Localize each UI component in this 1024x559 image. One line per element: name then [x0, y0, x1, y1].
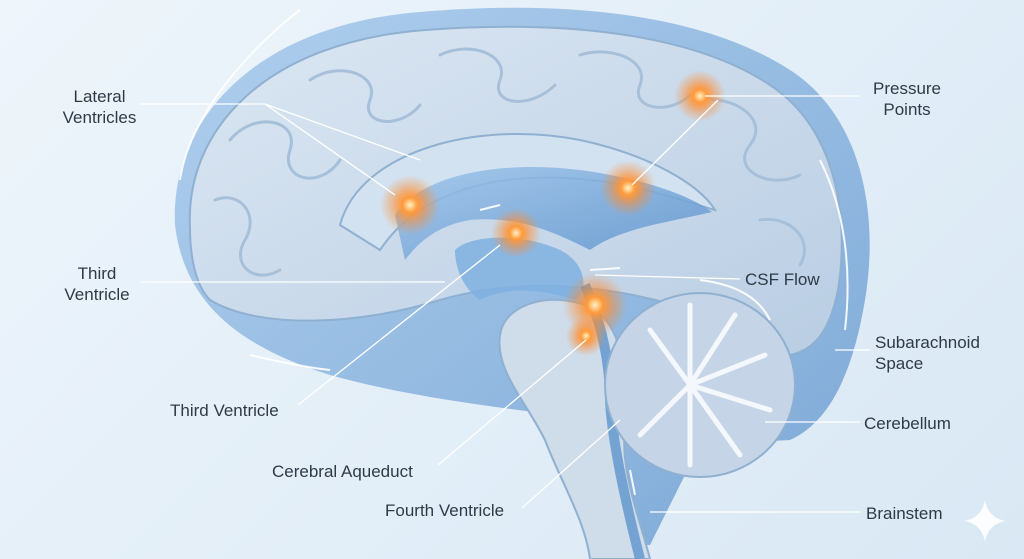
- leader-fourth-ventricle: [521, 419, 621, 509]
- pressure-point: [380, 175, 440, 235]
- cerebellum-shape: [604, 292, 796, 478]
- label-csf-flow: CSF Flow: [745, 270, 820, 289]
- csf-flow-arrows: [179, 9, 849, 496]
- label-subarachnoid-space: Subarachnoid Space: [875, 333, 980, 373]
- gyri-folds: [213, 47, 806, 277]
- sparkle-icon: [964, 500, 1006, 542]
- pressure-point: [674, 70, 726, 122]
- leader-lateral-ventricles-2: [264, 103, 421, 161]
- label-third-ventricle-bottom: Third Ventricle: [170, 401, 279, 420]
- pressure-point: [600, 160, 656, 216]
- leader-csf-flow: [594, 274, 741, 280]
- label-cerebellum: Cerebellum: [864, 414, 951, 433]
- label-fourth-ventricle: Fourth Ventricle: [385, 501, 505, 520]
- leader-cerebral-aqueduct: [437, 339, 587, 466]
- label-cerebral-aqueduct: Cerebral Aqueduct: [272, 462, 413, 481]
- pressure-point: [491, 208, 541, 258]
- pressure-points: [380, 70, 726, 356]
- pressure-point: [566, 316, 606, 356]
- leader-third-ventricle-bottom: [297, 244, 501, 406]
- leader-lines: [140, 95, 870, 513]
- label-lateral-ventricles: Lateral Ventricles: [62, 87, 137, 127]
- label-brainstem: Brainstem: [866, 504, 943, 523]
- third-ventricle-shape: [455, 237, 584, 300]
- label-pressure-points: Pressure Points: [872, 79, 942, 119]
- leader-pressure-points-2: [631, 99, 719, 186]
- label-third-ventricle-left: Third Ventricle: [64, 264, 130, 304]
